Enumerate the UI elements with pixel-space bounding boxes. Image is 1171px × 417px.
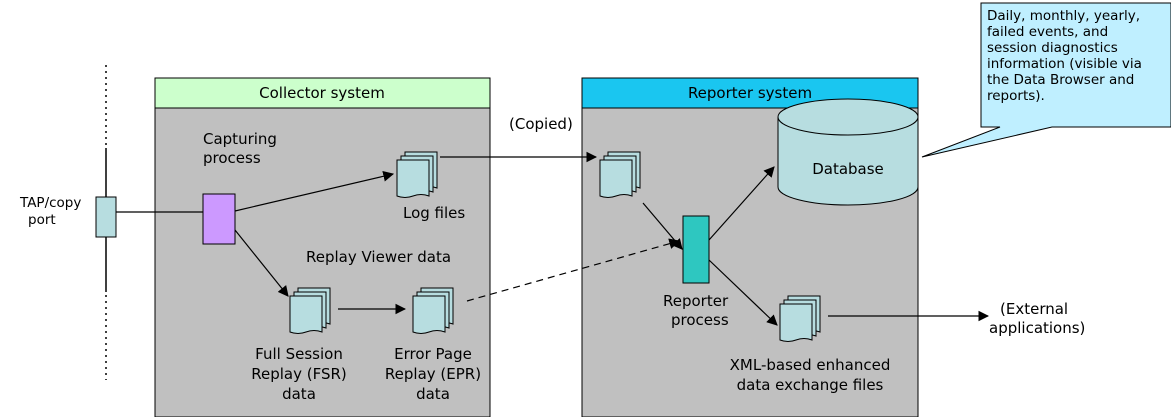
- callout-shape: [921, 2, 1171, 158]
- tap-port: TAP/copy port: [19, 195, 117, 238]
- log-files-label: Log files: [403, 204, 465, 222]
- callout-line-4: information (visible via: [987, 56, 1142, 72]
- process-to-database-arrow: [708, 166, 775, 241]
- capturing-process: Capturing process: [202, 130, 277, 245]
- external-label-1: (External: [1000, 300, 1068, 318]
- collector-system: Collector system: [154, 77, 491, 417]
- copied-label: (Copied): [509, 115, 573, 133]
- reporter-system-title: Reporter system: [688, 84, 812, 102]
- tap-port-box: [95, 196, 117, 238]
- epr-label-1: Error Page: [394, 345, 472, 363]
- xml-files-icon: [779, 295, 821, 342]
- xml-label-2: data exchange files: [737, 376, 884, 394]
- fsr-data: Full Session Replay (FSR) data: [251, 287, 347, 403]
- database-body: [777, 117, 919, 206]
- capturing-process-label-2: process: [203, 149, 261, 167]
- epr-data-icon: [412, 287, 454, 334]
- callout-line-2: failed events, and: [987, 24, 1108, 40]
- callout-line-6: reports).: [987, 88, 1045, 104]
- callout-line-1: Daily, monthly, yearly,: [987, 8, 1140, 24]
- log-files-icon: [396, 151, 438, 198]
- tap-port-label-1: TAP/copy: [19, 195, 81, 211]
- xml-exchange-files: XML-based enhanced data exchange files: [730, 295, 891, 394]
- epr-data: Error Page Replay (EPR) data: [385, 287, 481, 403]
- capture-to-log-arrow: [234, 170, 395, 212]
- xml-label-1: XML-based enhanced: [730, 356, 891, 374]
- fsr-label-2: Replay (FSR): [251, 365, 347, 383]
- callout-line-5: the Data Browser and: [987, 72, 1134, 88]
- fsr-label-1: Full Session: [255, 345, 343, 363]
- epr-label-2: Replay (EPR): [385, 365, 481, 383]
- fsr-data-icon: [289, 287, 331, 334]
- reporter-process: Reporter process: [663, 215, 729, 329]
- collector-system-header: [154, 77, 491, 109]
- collector-system-title: Collector system: [259, 84, 385, 102]
- capture-to-fsr-arrow: [234, 229, 289, 297]
- database: Database: [777, 98, 919, 206]
- epr-label-3: data: [416, 385, 450, 403]
- database-label: Database: [812, 160, 884, 178]
- epr-to-reporter-dashed-arrow: [466, 238, 681, 302]
- log-files: Log files: [396, 151, 465, 222]
- collector-system-box: [154, 77, 491, 417]
- replay-viewer-label: Replay Viewer data: [306, 248, 451, 266]
- database-top: [777, 98, 919, 136]
- process-to-xml-arrow: [708, 259, 778, 326]
- capturing-process-label-1: Capturing: [203, 130, 277, 148]
- external-label-2: applications): [989, 319, 1085, 337]
- reporter-process-box: [682, 215, 710, 284]
- capturing-process-box: [202, 193, 236, 245]
- reporter-log-files-icon: [599, 151, 641, 198]
- fsr-label-3: data: [282, 385, 316, 403]
- reporter-process-label-1: Reporter: [663, 292, 729, 310]
- callout-line-3: session diagnostics: [987, 40, 1118, 56]
- reporter-process-label-2: process: [671, 311, 729, 329]
- callout-bubble: Daily, monthly, yearly, failed events, a…: [921, 2, 1171, 158]
- tap-port-label-2: port: [28, 212, 56, 228]
